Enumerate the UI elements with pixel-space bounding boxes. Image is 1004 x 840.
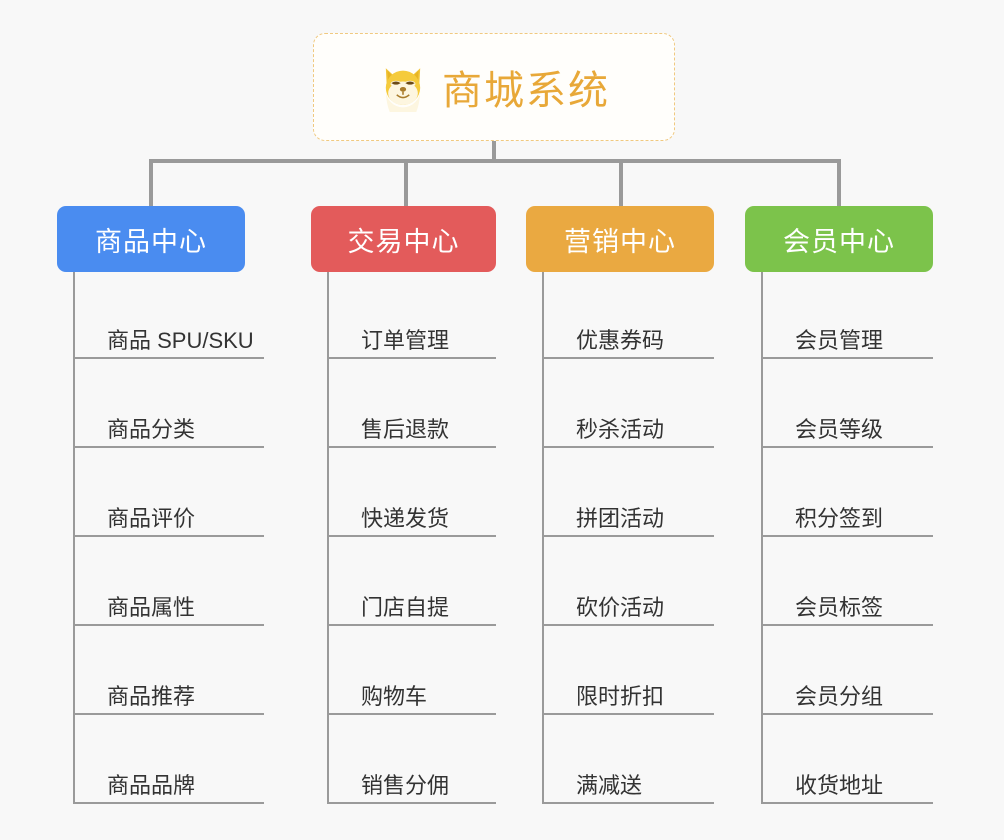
leaf-item[interactable]: 优惠券码	[544, 272, 714, 359]
leaf-item[interactable]: 拼团活动	[544, 448, 714, 537]
leaf-item[interactable]: 销售分佣	[329, 715, 496, 804]
leaf-item[interactable]: 商品评价	[75, 448, 264, 537]
branch-header-marketing-center[interactable]: 营销中心	[526, 206, 714, 272]
branch-header-trade-center[interactable]: 交易中心	[311, 206, 496, 272]
branch-header-product-center[interactable]: 商品中心	[57, 206, 245, 272]
branch-header-label: 营销中心	[564, 226, 676, 257]
leaf-label: 积分签到	[795, 505, 884, 531]
leaf-item[interactable]: 秒杀活动	[544, 359, 714, 448]
leaf-label: 商品评价	[107, 505, 196, 531]
connector-drop-branch-4	[837, 159, 841, 206]
leaf-label: 订单管理	[361, 327, 450, 353]
connector-drop-branch-3	[619, 159, 623, 206]
leaf-label: 满减送	[576, 772, 643, 798]
leaf-item[interactable]: 砍价活动	[544, 537, 714, 626]
leaf-label: 会员等级	[795, 416, 884, 442]
leaf-list-trade-center: 订单管理 售后退款 快递发货 门店自提 购物车 销售分佣	[327, 272, 496, 804]
leaf-label: 门店自提	[361, 594, 450, 620]
leaf-label: 限时折扣	[576, 683, 665, 709]
branch-header-label: 商品中心	[95, 226, 207, 257]
leaf-label: 会员管理	[795, 327, 884, 353]
leaf-item[interactable]: 收货地址	[763, 715, 933, 804]
leaf-item[interactable]: 快递发货	[329, 448, 496, 537]
leaf-item[interactable]: 商品分类	[75, 359, 264, 448]
leaf-list-member-center: 会员管理 会员等级 积分签到 会员标签 会员分组 收货地址	[761, 272, 933, 804]
leaf-item[interactable]: 商品推荐	[75, 626, 264, 715]
leaf-label: 销售分佣	[361, 772, 450, 798]
connector-horizontal-bus	[150, 159, 840, 163]
leaf-item[interactable]: 门店自提	[329, 537, 496, 626]
leaf-item[interactable]: 限时折扣	[544, 626, 714, 715]
leaf-label: 会员标签	[795, 594, 884, 620]
leaf-item[interactable]: 积分签到	[763, 448, 933, 537]
leaf-item[interactable]: 会员分组	[763, 626, 933, 715]
leaf-label: 商品分类	[107, 416, 196, 442]
leaf-item[interactable]: 满减送	[544, 715, 714, 804]
leaf-label: 快递发货	[361, 505, 450, 531]
leaf-label: 购物车	[361, 683, 428, 709]
leaf-item[interactable]: 订单管理	[329, 272, 496, 359]
leaf-label: 秒杀活动	[576, 416, 665, 442]
branch-trade-center: 交易中心 订单管理 售后退款 快递发货 门店自提 购物车 销售分佣	[311, 206, 496, 804]
root-node[interactable]: 商城系统	[313, 33, 675, 141]
branch-marketing-center: 营销中心 优惠券码 秒杀活动 拼团活动 砍价活动 限时折扣 满减送	[526, 206, 714, 804]
leaf-label: 商品属性	[107, 594, 196, 620]
leaf-item[interactable]: 会员标签	[763, 537, 933, 626]
branch-product-center: 商品中心 商品 SPU/SKU 商品分类 商品评价 商品属性 商品推荐 商品品牌	[57, 206, 264, 804]
leaf-list-marketing-center: 优惠券码 秒杀活动 拼团活动 砍价活动 限时折扣 满减送	[542, 272, 714, 804]
leaf-label: 商品推荐	[107, 683, 196, 709]
leaf-label: 商品品牌	[107, 772, 196, 798]
leaf-label: 收货地址	[795, 772, 884, 798]
leaf-item[interactable]: 商品品牌	[75, 715, 264, 804]
leaf-item[interactable]: 商品 SPU/SKU	[75, 272, 264, 359]
connector-drop-branch-2	[404, 159, 408, 206]
leaf-item[interactable]: 会员等级	[763, 359, 933, 448]
branch-header-label: 会员中心	[783, 226, 895, 257]
leaf-item[interactable]: 会员管理	[763, 272, 933, 359]
branch-member-center: 会员中心 会员管理 会员等级 积分签到 会员标签 会员分组 收货地址	[745, 206, 933, 804]
leaf-item[interactable]: 售后退款	[329, 359, 496, 448]
leaf-item[interactable]: 商品属性	[75, 537, 264, 626]
leaf-label: 拼团活动	[576, 505, 665, 531]
shiba-dog-face-icon	[378, 62, 428, 112]
branch-header-member-center[interactable]: 会员中心	[745, 206, 933, 272]
leaf-label: 会员分组	[795, 683, 884, 709]
leaf-label: 砍价活动	[576, 594, 665, 620]
branch-header-label: 交易中心	[347, 226, 460, 257]
connector-root-stem	[492, 141, 496, 161]
root-title: 商城系统	[442, 69, 610, 113]
leaf-label: 售后退款	[361, 416, 450, 442]
leaf-label: 商品 SPU/SKU	[107, 327, 254, 353]
connector-drop-branch-1	[149, 159, 153, 206]
leaf-item[interactable]: 购物车	[329, 626, 496, 715]
leaf-list-product-center: 商品 SPU/SKU 商品分类 商品评价 商品属性 商品推荐 商品品牌	[73, 272, 264, 804]
leaf-label: 优惠券码	[576, 327, 665, 353]
